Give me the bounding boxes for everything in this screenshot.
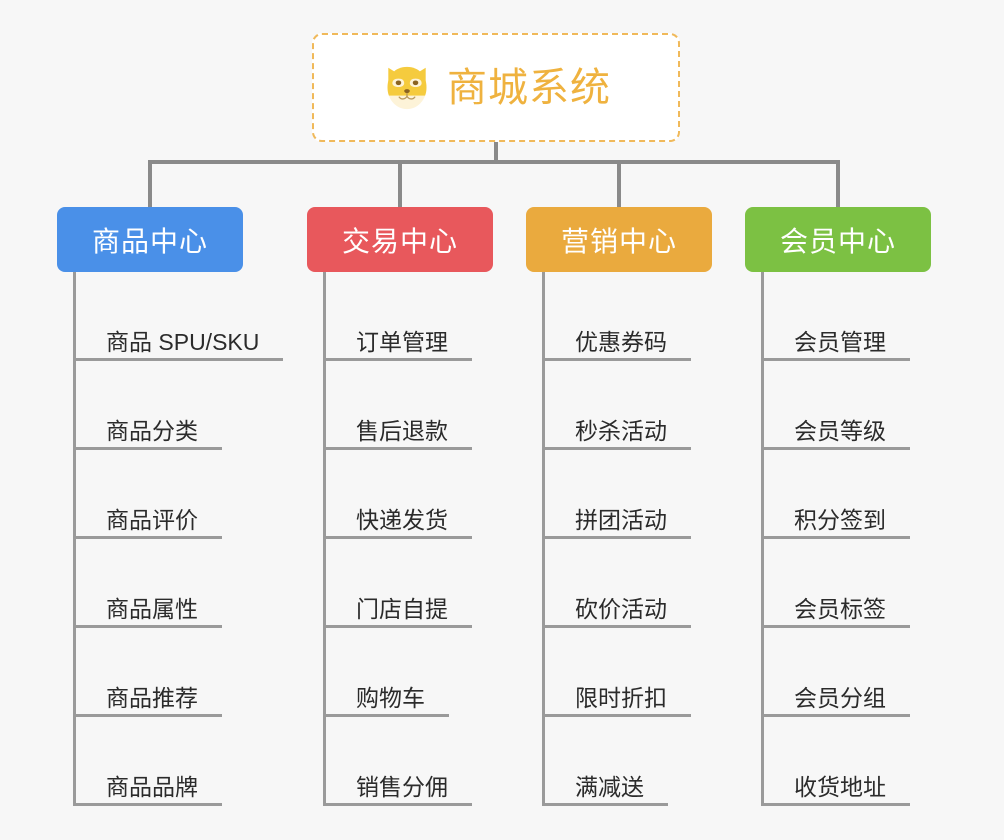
leaf-item-underline — [761, 358, 910, 361]
leaf-item-label: 商品分类 — [106, 417, 198, 444]
leaf-item-underline — [73, 625, 222, 628]
leaf-column-spine — [761, 272, 764, 806]
leaf-item[interactable]: 会员管理 — [761, 272, 910, 361]
connector-drop-3 — [617, 160, 621, 207]
leaf-item-underline — [542, 447, 691, 450]
root-node[interactable]: 商城系统 — [312, 33, 680, 142]
leaf-item[interactable]: 收货地址 — [761, 717, 910, 806]
category-box-3[interactable]: 营销中心 — [526, 207, 712, 272]
leaf-item-label: 订单管理 — [356, 328, 448, 355]
leaf-item[interactable]: 秒杀活动 — [542, 361, 691, 450]
leaf-item-underline — [761, 447, 910, 450]
leaf-item[interactable]: 商品分类 — [73, 361, 222, 450]
leaf-item[interactable]: 商品属性 — [73, 539, 222, 628]
leaf-item-underline — [761, 625, 910, 628]
leaf-column-spine — [542, 272, 545, 806]
leaf-item-underline — [542, 714, 691, 717]
category-box-4[interactable]: 会员中心 — [745, 207, 931, 272]
leaf-item-underline — [73, 536, 222, 539]
leaf-item-label: 商品品牌 — [106, 773, 198, 800]
leaf-item-underline — [73, 358, 283, 361]
leaf-item-underline — [323, 536, 472, 539]
leaf-item[interactable]: 快递发货 — [323, 450, 472, 539]
leaf-item[interactable]: 限时折扣 — [542, 628, 691, 717]
shiba-dog-face-icon — [387, 66, 427, 109]
leaf-item-underline — [761, 714, 910, 717]
leaf-item[interactable]: 商品 SPU/SKU — [73, 272, 283, 361]
leaf-item-label: 商品属性 — [106, 595, 198, 622]
leaf-item[interactable]: 购物车 — [323, 628, 449, 717]
leaf-item[interactable]: 拼团活动 — [542, 450, 691, 539]
connector-horizontal-bus — [148, 160, 840, 164]
leaf-item[interactable]: 商品推荐 — [73, 628, 222, 717]
leaf-item-label: 商品推荐 — [106, 684, 198, 711]
leaf-item[interactable]: 会员标签 — [761, 539, 910, 628]
leaf-item-label: 满减送 — [575, 773, 644, 800]
category-box-1[interactable]: 商品中心 — [57, 207, 243, 272]
leaf-item[interactable]: 销售分佣 — [323, 717, 472, 806]
leaf-item[interactable]: 会员等级 — [761, 361, 910, 450]
leaf-item-underline — [323, 625, 472, 628]
leaf-item-label: 拼团活动 — [575, 506, 667, 533]
category-label-2: 交易中心 — [341, 225, 458, 257]
leaf-item[interactable]: 优惠券码 — [542, 272, 691, 361]
leaf-item-label: 收货地址 — [794, 773, 886, 800]
leaf-item[interactable]: 商品品牌 — [73, 717, 222, 806]
leaf-item[interactable]: 商品评价 — [73, 450, 222, 539]
leaf-item-label: 积分签到 — [794, 506, 886, 533]
leaf-item[interactable]: 门店自提 — [323, 539, 472, 628]
leaf-item-underline — [323, 447, 472, 450]
leaf-item-underline — [542, 536, 691, 539]
category-label-4: 会员中心 — [779, 225, 896, 257]
leaf-item-label: 限时折扣 — [575, 684, 667, 711]
leaf-column-spine — [73, 272, 76, 806]
category-label-1: 商品中心 — [91, 225, 208, 257]
leaf-item-underline — [73, 714, 222, 717]
connector-drop-2 — [398, 160, 402, 207]
leaf-item-label: 秒杀活动 — [575, 417, 667, 444]
leaf-item-label: 门店自提 — [356, 595, 448, 622]
leaf-item-underline — [761, 803, 910, 806]
connector-root-stem — [494, 142, 498, 164]
leaf-item-underline — [761, 536, 910, 539]
leaf-item-label: 砍价活动 — [575, 595, 667, 622]
leaf-column-spine — [323, 272, 326, 806]
leaf-item-label: 优惠券码 — [575, 328, 667, 355]
category-box-2[interactable]: 交易中心 — [307, 207, 493, 272]
connector-drop-1 — [148, 160, 152, 207]
leaf-item-label: 售后退款 — [356, 417, 448, 444]
leaf-item-underline — [323, 358, 472, 361]
leaf-item-underline — [323, 803, 472, 806]
leaf-item-label: 会员标签 — [794, 595, 886, 622]
leaf-item-underline — [542, 803, 668, 806]
leaf-item-label: 会员分组 — [794, 684, 886, 711]
leaf-item-label: 商品评价 — [106, 506, 198, 533]
leaf-item-label: 会员管理 — [794, 328, 886, 355]
leaf-item-underline — [73, 803, 222, 806]
leaf-item-label: 会员等级 — [794, 417, 886, 444]
leaf-item-underline — [323, 714, 449, 717]
leaf-item[interactable]: 满减送 — [542, 717, 668, 806]
leaf-item-label: 购物车 — [356, 684, 425, 711]
leaf-item[interactable]: 积分签到 — [761, 450, 910, 539]
leaf-item-underline — [73, 447, 222, 450]
leaf-item[interactable]: 订单管理 — [323, 272, 472, 361]
connector-drop-4 — [836, 160, 840, 207]
leaf-item[interactable]: 砍价活动 — [542, 539, 691, 628]
leaf-item-underline — [542, 358, 691, 361]
leaf-item[interactable]: 会员分组 — [761, 628, 910, 717]
leaf-item[interactable]: 售后退款 — [323, 361, 472, 450]
root-node-label: 商城系统 — [447, 65, 611, 110]
leaf-item-underline — [542, 625, 691, 628]
leaf-item-label: 销售分佣 — [356, 773, 448, 800]
leaf-item-label: 商品 SPU/SKU — [106, 328, 260, 355]
leaf-item-label: 快递发货 — [356, 506, 448, 533]
category-label-3: 营销中心 — [560, 225, 677, 257]
